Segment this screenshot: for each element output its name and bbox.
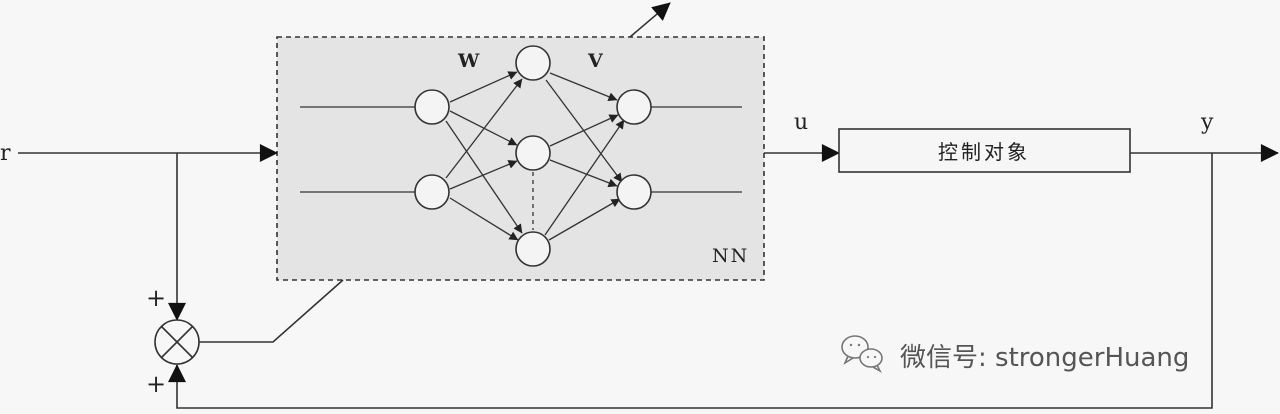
weight-edge	[449, 197, 519, 241]
input-node	[414, 174, 450, 210]
weight-edge	[449, 160, 518, 190]
hidden-node	[515, 45, 551, 81]
weight-edge	[445, 78, 523, 179]
weight-edge	[544, 119, 625, 236]
plus-sign-top: +	[146, 284, 166, 312]
plus-sign-bottom: +	[146, 370, 166, 398]
weight-v-label: V	[587, 50, 604, 72]
signal-y-label: y	[1200, 110, 1214, 135]
hidden-node	[515, 135, 551, 171]
weight-edge	[449, 71, 518, 103]
feedback-line	[168, 153, 1213, 409]
hidden-node	[515, 231, 551, 267]
weight-edge	[548, 198, 621, 241]
watermark: 微信号: strongerHuang	[841, 335, 1189, 374]
network-graph	[300, 45, 742, 267]
signal-r-label: r	[0, 141, 11, 166]
signal-u-label: u	[794, 110, 808, 135]
output-node	[616, 89, 652, 125]
summing-junction	[154, 319, 200, 365]
watermark-text: 微信号: strongerHuang	[900, 343, 1189, 373]
weight-edge	[549, 114, 619, 147]
weight-edge	[449, 110, 518, 146]
weight-edge	[445, 120, 523, 234]
weight-edge	[549, 159, 618, 188]
weight-w-label: W	[457, 50, 480, 72]
nn-label: NN	[712, 245, 749, 267]
plant-label: 控制对象	[938, 140, 1030, 164]
input-node	[414, 89, 450, 125]
plant-block	[838, 128, 1131, 173]
adaptation-arrow	[629, 2, 671, 38]
output-node	[616, 174, 652, 210]
wechat-icon	[841, 335, 883, 374]
weight-edge	[549, 72, 618, 101]
error-signal-line	[199, 279, 344, 343]
